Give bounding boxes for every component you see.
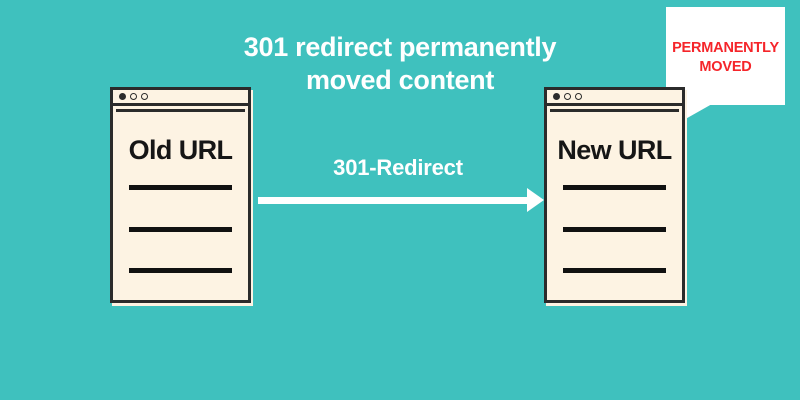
window-dot-close-icon [553, 93, 560, 100]
content-line [129, 227, 232, 232]
old-url-title: Old URL [128, 135, 233, 165]
old-url-document: Old URL [110, 87, 251, 303]
window-dot-minimize-icon [564, 93, 571, 100]
redirect-arrow-label: 301-Redirect [333, 155, 463, 180]
content-line [563, 268, 666, 273]
titlebar-divider [116, 109, 245, 112]
browser-titlebar [113, 90, 248, 106]
content-line [563, 227, 666, 232]
window-dot-minimize-icon [130, 93, 137, 100]
redirect-arrow-head-icon [527, 188, 544, 212]
content-line [129, 185, 232, 190]
content-line [129, 268, 232, 273]
redirect-arrow-shaft-icon [258, 197, 538, 204]
page-title: 301 redirect permanently moved content [243, 32, 557, 95]
titlebar-divider [550, 109, 679, 112]
window-dot-maximize-icon [575, 93, 582, 100]
window-dot-maximize-icon [141, 93, 148, 100]
new-url-title: New URL [557, 135, 672, 165]
browser-titlebar [547, 90, 682, 106]
badge-label: PERMANENTLY MOVED [672, 40, 779, 75]
window-dot-close-icon [119, 93, 126, 100]
content-line [563, 185, 666, 190]
new-url-document: New URL [544, 87, 685, 303]
permanently-moved-badge: PERMANENTLY MOVED [666, 7, 785, 105]
